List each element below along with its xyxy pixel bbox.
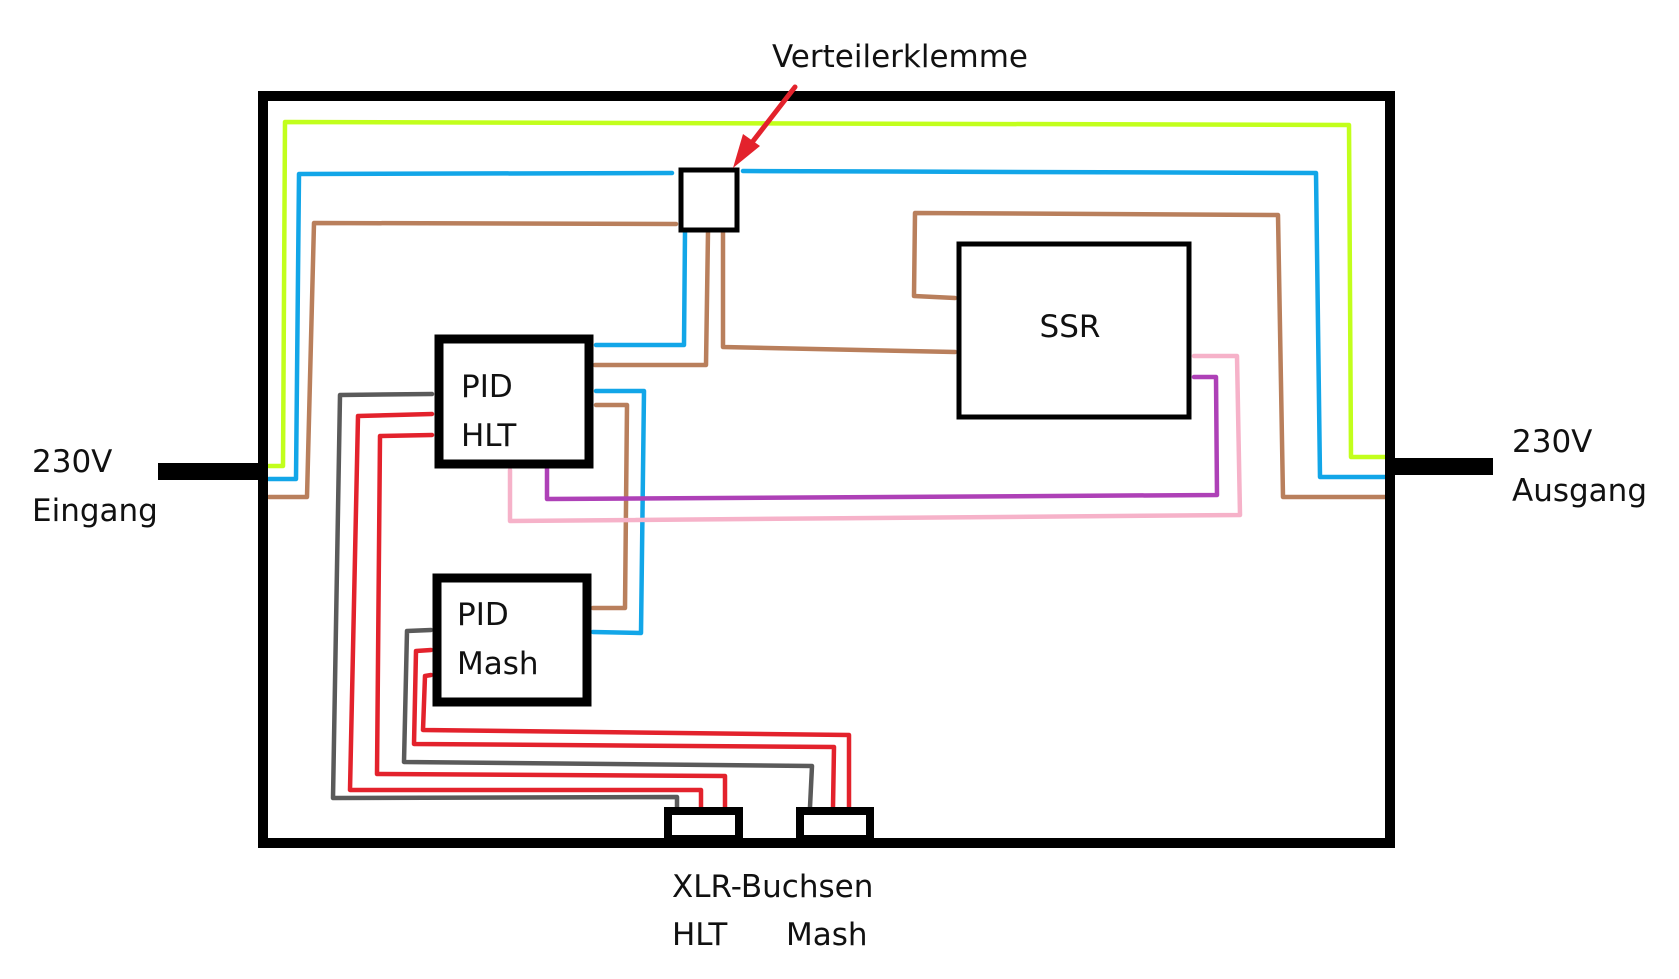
output-cable: [1390, 458, 1493, 475]
input-cable: [158, 463, 263, 480]
label-xlr-title: XLR-Buchsen: [672, 869, 873, 905]
label-pid-mash-2: Mash: [457, 646, 539, 682]
wire-sensor-hlt-gray: [330, 391, 680, 810]
pid-hlt-box: [434, 334, 594, 469]
ssr-box: [956, 241, 1192, 420]
wire-live-pid-hlt: [592, 229, 711, 368]
label-pid-mash-1: PID: [457, 597, 509, 633]
wire-live-in: [266, 220, 679, 500]
label-output-voltage: 230V: [1512, 424, 1592, 460]
label-pid-hlt-2: HLT: [461, 418, 517, 454]
wire-sensor-mash-gray: [401, 627, 815, 810]
wire-sensor-hlt-red-2: [374, 432, 728, 810]
wires: [266, 119, 1388, 810]
label-xlr-mash: Mash: [786, 917, 868, 953]
xlr-socket-mash: [796, 807, 874, 843]
verteilerklemme-box: [678, 167, 740, 233]
pid-mash-box: [432, 573, 592, 707]
wire-neutral-pid-mash: [590, 388, 647, 636]
callout-arrow-shaft: [747, 84, 798, 148]
wire-ground: [266, 119, 1388, 469]
wire-live-pid-mash: [590, 402, 630, 611]
wire-neutral-in: [266, 170, 675, 482]
label-ssr: SSR: [1040, 309, 1101, 345]
wire-sensor-mash-red-1: [411, 647, 837, 810]
xlr-socket-hlt: [664, 807, 743, 843]
wire-ssr-control-purple: [544, 374, 1220, 502]
label-input-voltage: 230V: [32, 444, 112, 480]
wire-ssr-control-pink: [507, 353, 1243, 524]
label-output-name: Ausgang: [1512, 473, 1647, 509]
wire-sensor-mash-red-2: [420, 672, 852, 810]
callout-arrow-head: [733, 134, 760, 168]
label-pid-hlt-1: PID: [461, 369, 513, 405]
wire-live-ssr-in: [720, 229, 958, 355]
wire-neutral-pid-hlt: [593, 229, 688, 348]
callout-arrow-icon: [733, 84, 798, 168]
label-input-name: Eingang: [32, 493, 158, 529]
wire-sensor-hlt-red-1: [347, 411, 704, 810]
wire-live-ssr-out: [911, 210, 1388, 500]
wire-neutral-out: [740, 168, 1388, 480]
label-verteilerklemme: Verteilerklemme: [772, 39, 1028, 75]
label-xlr-hlt: HLT: [672, 917, 728, 953]
